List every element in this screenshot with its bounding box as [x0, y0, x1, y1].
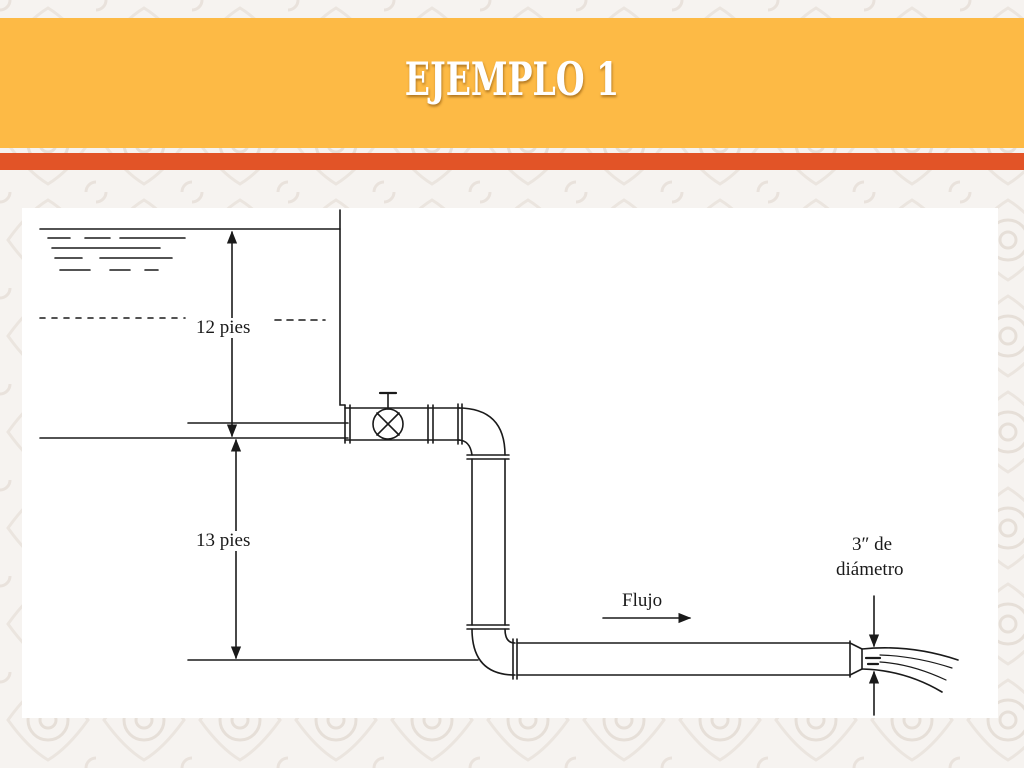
- pipe-horizontal-upper: [344, 404, 461, 444]
- pipe-elbow-upper: [457, 403, 510, 460]
- water-surface-marks: [39, 228, 341, 321]
- valve-icon: [372, 391, 404, 440]
- title-divider: [0, 153, 1024, 170]
- tank-wall: [339, 209, 346, 406]
- water-jet: [861, 647, 959, 693]
- diagram-panel: [22, 208, 998, 718]
- label-13-pies: 13 pies: [196, 530, 251, 551]
- label-diameter-line1: 3″ de: [852, 534, 893, 555]
- pipe-elbow-lower: [466, 624, 518, 680]
- label-12-pies: 12 pies: [196, 317, 251, 338]
- slide-title: EJEMPLO 1: [404, 52, 620, 106]
- pipe-vertical: [471, 458, 506, 626]
- pipe-horizontal-lower: [516, 640, 863, 678]
- label-flujo: Flujo: [622, 590, 663, 611]
- label-diameter-line2: diámetro: [836, 559, 904, 580]
- title-bar: [0, 18, 1024, 148]
